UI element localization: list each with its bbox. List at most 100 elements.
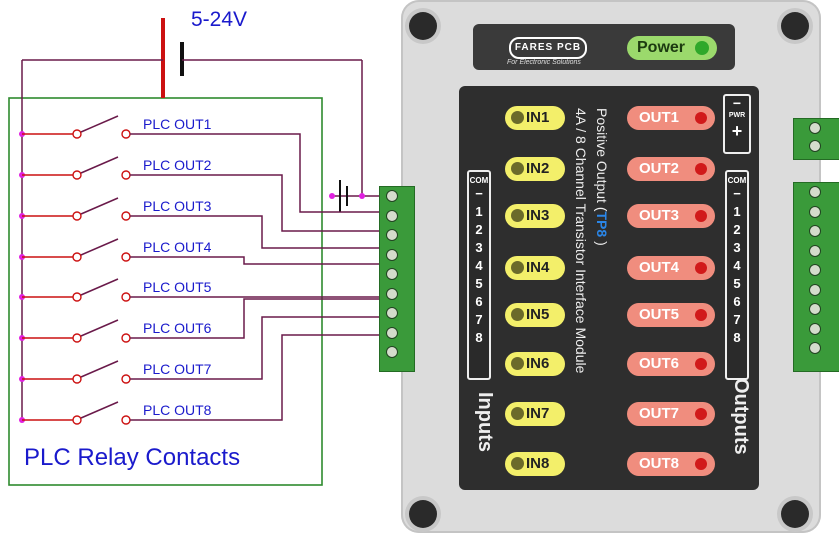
relay-switch-arm [80, 278, 119, 296]
plc-output-wire [130, 133, 398, 213]
plc-output-wire [130, 174, 398, 232]
plc-output-label: PLC OUT5 [143, 279, 212, 295]
contact-terminal [121, 374, 131, 384]
channel-number: 6 [733, 294, 741, 309]
terminal-screw [809, 186, 821, 198]
contact-terminal [72, 415, 82, 425]
plc-output-wire [130, 256, 398, 265]
plc-output-label: PLC OUT2 [143, 157, 212, 173]
relay-switch-arm [80, 156, 119, 174]
channel-number: 1 [475, 204, 483, 219]
terminal-screw [809, 303, 821, 315]
contact-terminal [72, 170, 82, 180]
relay-switch-arm [80, 238, 119, 256]
pwr-label: PWR [728, 112, 746, 119]
output-led-icon [695, 408, 707, 420]
input-led-icon [511, 308, 524, 321]
mounting-hole [781, 500, 809, 528]
module-title-line2: Positive Output (TP8 ) [594, 108, 610, 246]
channel-number: 3 [475, 240, 483, 255]
terminal-screw [809, 264, 821, 276]
terminal-screw [386, 229, 398, 241]
output-label: OUT1 [639, 109, 680, 126]
output-indicator-4: OUT4 [627, 256, 715, 280]
contact-terminal [121, 170, 131, 180]
output-indicator-7: OUT7 [627, 402, 715, 426]
input-label: IN3 [526, 207, 550, 224]
plc-output-label: PLC OUT6 [143, 320, 212, 336]
terminal-screw [386, 287, 398, 300]
output-led-icon [695, 262, 707, 274]
input-label: IN5 [526, 306, 550, 323]
plc-output-label: PLC OUT3 [143, 198, 212, 214]
contact-terminal [72, 252, 82, 262]
input-label: IN2 [526, 160, 550, 177]
input-indicator-3: IN3 [505, 204, 565, 228]
contact-terminal [72, 333, 82, 343]
output-label: OUT2 [639, 160, 680, 177]
plc-output-label: PLC OUT7 [143, 361, 212, 377]
inputs-label: Inputs [474, 392, 496, 452]
input-led-icon [511, 357, 524, 370]
terminal-screw [809, 342, 821, 354]
terminal-screw [809, 322, 821, 335]
input-led-icon [511, 111, 524, 124]
channel-number: 5 [475, 276, 483, 291]
power-label: Power [637, 39, 686, 56]
power-led-icon [695, 41, 709, 55]
terminal-screw [386, 209, 398, 222]
pwr-minus: − [732, 95, 742, 111]
channel-number: 2 [475, 222, 483, 237]
supply-voltage-label: 5-24V [191, 8, 248, 31]
relay-switch-arm [80, 115, 119, 133]
terminal-screw [809, 244, 821, 257]
channel-number: 7 [733, 312, 741, 327]
junction-dot [329, 193, 335, 199]
mounting-hole [781, 12, 809, 40]
output-led-icon [695, 112, 707, 124]
power-indicator: Power [627, 36, 717, 60]
terminal-screw [809, 205, 821, 218]
output-led-icon [695, 358, 707, 370]
output-indicator-5: OUT5 [627, 303, 715, 327]
channel-number: 5 [733, 276, 741, 291]
input-indicator-8: IN8 [505, 452, 565, 476]
outputs-label: Outputs [730, 378, 752, 455]
input-led-icon [511, 209, 524, 222]
input-indicator-7: IN7 [505, 402, 565, 426]
output-label: OUT6 [639, 355, 680, 372]
plc-output-wire [130, 334, 398, 421]
terminal-screw [386, 346, 398, 358]
contact-terminal [72, 292, 82, 302]
contact-terminal [72, 211, 82, 221]
input-led-icon [511, 457, 524, 470]
input-label: IN1 [526, 109, 550, 126]
contact-terminal [121, 292, 131, 302]
relay-box-title: PLC Relay Contacts [24, 444, 241, 471]
contact-terminal [121, 415, 131, 425]
relay-switch-arm [80, 197, 119, 215]
contact-terminal [72, 129, 82, 139]
input-indicator-2: IN2 [505, 157, 565, 181]
plc-output-wire [130, 215, 398, 249]
output-indicator-6: OUT6 [627, 352, 715, 376]
terminal-screw [386, 268, 398, 280]
output-led-icon [695, 210, 707, 222]
output-label: OUT3 [639, 207, 680, 224]
output-led-icon [695, 163, 707, 175]
mounting-hole [409, 500, 437, 528]
com-label: COM [469, 176, 489, 185]
terminal-screw [386, 248, 398, 261]
channel-number: 6 [475, 294, 483, 309]
input-led-icon [511, 407, 524, 420]
terminal-screw [809, 283, 821, 296]
terminal-screw [386, 190, 398, 202]
com-minus-sign: − [733, 186, 741, 201]
plc-output-label: PLC OUT8 [143, 402, 212, 418]
output-led-icon [695, 309, 707, 321]
relay-switch-arm [80, 360, 119, 378]
input-led-icon [511, 162, 524, 175]
